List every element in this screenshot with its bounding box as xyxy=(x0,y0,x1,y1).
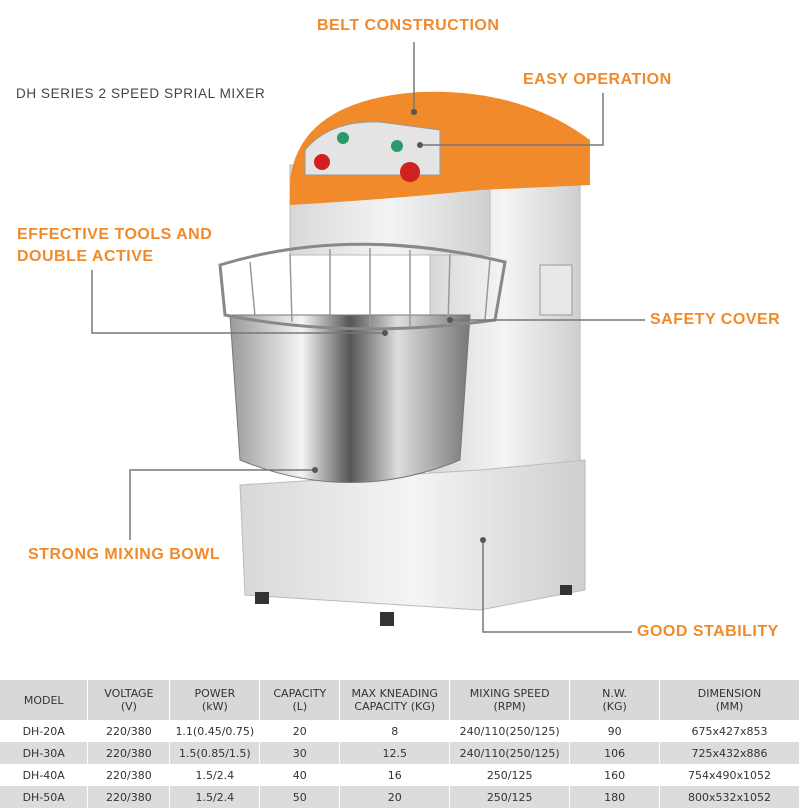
mixer-illustration xyxy=(91,42,645,633)
header-text: MODEL xyxy=(23,693,64,707)
callout-lines xyxy=(91,42,645,633)
table-cell: 40 xyxy=(259,764,341,786)
column-header: N.W.(KG) xyxy=(569,680,661,720)
table-cell: 1.5(0.85/1.5) xyxy=(169,742,261,764)
table-cell: 180 xyxy=(569,786,661,808)
header-text: (MM) xyxy=(715,700,744,713)
nameplate xyxy=(539,264,573,316)
table-cell: 160 xyxy=(569,764,661,786)
stop-button-icon xyxy=(314,154,330,170)
table-cell: 106 xyxy=(569,742,661,764)
column-header: CAPACITY(L) xyxy=(259,680,341,720)
column-header: POWER(kW) xyxy=(169,680,261,720)
mixing-bowl xyxy=(229,314,471,483)
callout-safety-cover: SAFETY COVER xyxy=(650,311,781,328)
table-cell: 30 xyxy=(259,742,341,764)
table-cell: DH-40A xyxy=(0,764,89,786)
table-cell: 8 xyxy=(339,720,451,742)
table-cell: 90 xyxy=(569,720,661,742)
table-cell: 50 xyxy=(259,786,341,808)
table-cell: 220/380 xyxy=(87,786,171,808)
header-text: MIXING SPEED xyxy=(469,687,550,700)
header-text: (L) xyxy=(292,700,308,713)
column-header: VOLTAGE(V) xyxy=(87,680,171,720)
table-cell: 16 xyxy=(339,764,451,786)
callout-good-stability: GOOD STABILITY xyxy=(637,623,779,640)
table-cell: 725x432x886 xyxy=(659,742,800,764)
table-cell: 240/110(250/125) xyxy=(449,742,571,764)
callout-effective-tools-2: DOUBLE ACTIVE xyxy=(17,248,154,265)
header-text: (kW) xyxy=(201,700,228,713)
table-cell: DH-20A xyxy=(0,720,89,742)
table-cell: 12.5 xyxy=(339,742,451,764)
table-cell: 1.1(0.45/0.75) xyxy=(169,720,261,742)
mixer-base xyxy=(239,459,586,611)
callout-easy-operation: EASY OPERATION xyxy=(523,71,672,88)
header-text: (KG) xyxy=(602,700,627,713)
safety-cover xyxy=(218,242,507,331)
table-cell: 250/125 xyxy=(449,764,571,786)
table-cell: DH-30A xyxy=(0,742,89,764)
table-cell: 220/380 xyxy=(87,742,171,764)
header-text: MAX KNEADING xyxy=(351,687,438,700)
callout-effective-tools-1: EFFECTIVE TOOLS AND xyxy=(17,226,213,243)
table-cell: 220/380 xyxy=(87,720,171,742)
table-cell: DH-50A xyxy=(0,786,89,808)
header-text: DIMENSION xyxy=(697,687,762,700)
header-text: (V) xyxy=(120,700,137,713)
column-header: DIMENSION(MM) xyxy=(659,680,800,720)
table-cell: 1.5/2.4 xyxy=(169,764,261,786)
header-text: N.W. xyxy=(602,687,628,700)
emergency-button-icon xyxy=(400,162,420,182)
column-header: MIXING SPEED(RPM) xyxy=(449,680,571,720)
start-button-icon xyxy=(337,132,349,144)
table-cell: 20 xyxy=(339,786,451,808)
table-cell: 240/110(250/125) xyxy=(449,720,571,742)
table-cell: 675x427x853 xyxy=(659,720,800,742)
callout-strong-mixing-bowl: STRONG MIXING BOWL xyxy=(28,546,221,563)
table-cell: 20 xyxy=(259,720,341,742)
table-cell: 220/380 xyxy=(87,764,171,786)
header-text: VOLTAGE xyxy=(104,687,154,700)
speed-button-icon xyxy=(391,140,403,152)
table-cell: 800x532x1052 xyxy=(659,786,800,808)
callout-belt-construction: BELT CONSTRUCTION xyxy=(317,17,500,34)
table-cell: 250/125 xyxy=(449,786,571,808)
header-text: (RPM) xyxy=(493,700,526,713)
product-title: DH SERIES 2 SPEED SPRIAL MIXER xyxy=(16,86,266,101)
table-cell: 754x490x1052 xyxy=(659,764,800,786)
column-header: MODEL xyxy=(0,680,89,720)
header-text: CAPACITY xyxy=(273,687,327,700)
table-cell: 1.5/2.4 xyxy=(169,786,261,808)
header-text: CAPACITY (KG) xyxy=(354,700,436,713)
header-text: POWER xyxy=(194,687,236,700)
